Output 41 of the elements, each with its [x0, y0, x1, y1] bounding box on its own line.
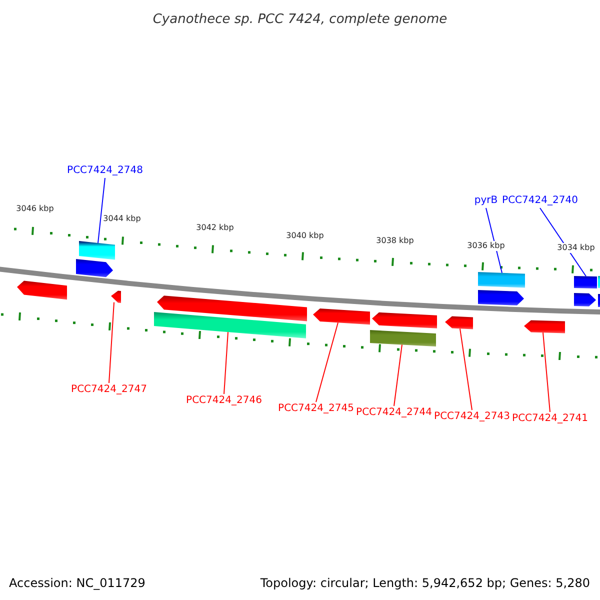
leader-line [542, 332, 550, 412]
gene-label: PCC7424_2743 [434, 411, 510, 423]
gene-label: PCC7424_2747 [71, 384, 147, 396]
gene-label: PCC7424_2745 [278, 403, 354, 415]
scale-label: 3046 kbp [16, 204, 54, 214]
gene-label: pyrB [474, 195, 498, 207]
gene-bar [574, 276, 597, 289]
gene-feature [111, 290, 121, 303]
scale-label: 3040 kbp [286, 231, 324, 241]
genome-stats-note: Topology: circular; Length: 5,942,652 bp; Genes: 5,280 [260, 575, 590, 592]
scale-label: 3036 kbp [467, 241, 505, 251]
scale-label: 3038 kbp [376, 236, 414, 246]
gene-feature [445, 316, 473, 330]
gene-label: PCC7424_2741 [512, 413, 588, 425]
gene-label: PCC7424_2740 [502, 195, 578, 207]
leader-line [394, 344, 402, 406]
gene-label: PCC7424_2748 [67, 165, 143, 177]
gene-feature [17, 280, 67, 300]
leader-line [460, 328, 472, 410]
gene-feature [478, 290, 524, 306]
leader-line [316, 322, 338, 402]
leader-line [108, 302, 114, 384]
gene-feature [524, 320, 565, 334]
leader-line [98, 178, 106, 244]
gene-feature [313, 308, 370, 325]
gene-feature [574, 293, 596, 306]
scale-label: 3044 kbp [103, 214, 141, 224]
scale-label: 3034 kbp [557, 243, 595, 253]
gene-bar [370, 330, 436, 346]
gene-feature [372, 312, 437, 328]
gene-feature [157, 296, 307, 322]
leader-line [224, 332, 228, 394]
gene-feature [76, 259, 113, 278]
gene-bar [154, 312, 306, 338]
title: Cyanothece sp. PCC 7424, complete genome [152, 11, 448, 29]
scale-label: 3042 kbp [196, 223, 234, 233]
gene-label: PCC7424_2746 [186, 395, 262, 407]
gene-bar [478, 272, 525, 288]
gene-bar [79, 241, 115, 260]
gene-label: PCC7424_2744 [356, 407, 432, 419]
accession-note: Accession: NC_011729 [9, 575, 146, 592]
